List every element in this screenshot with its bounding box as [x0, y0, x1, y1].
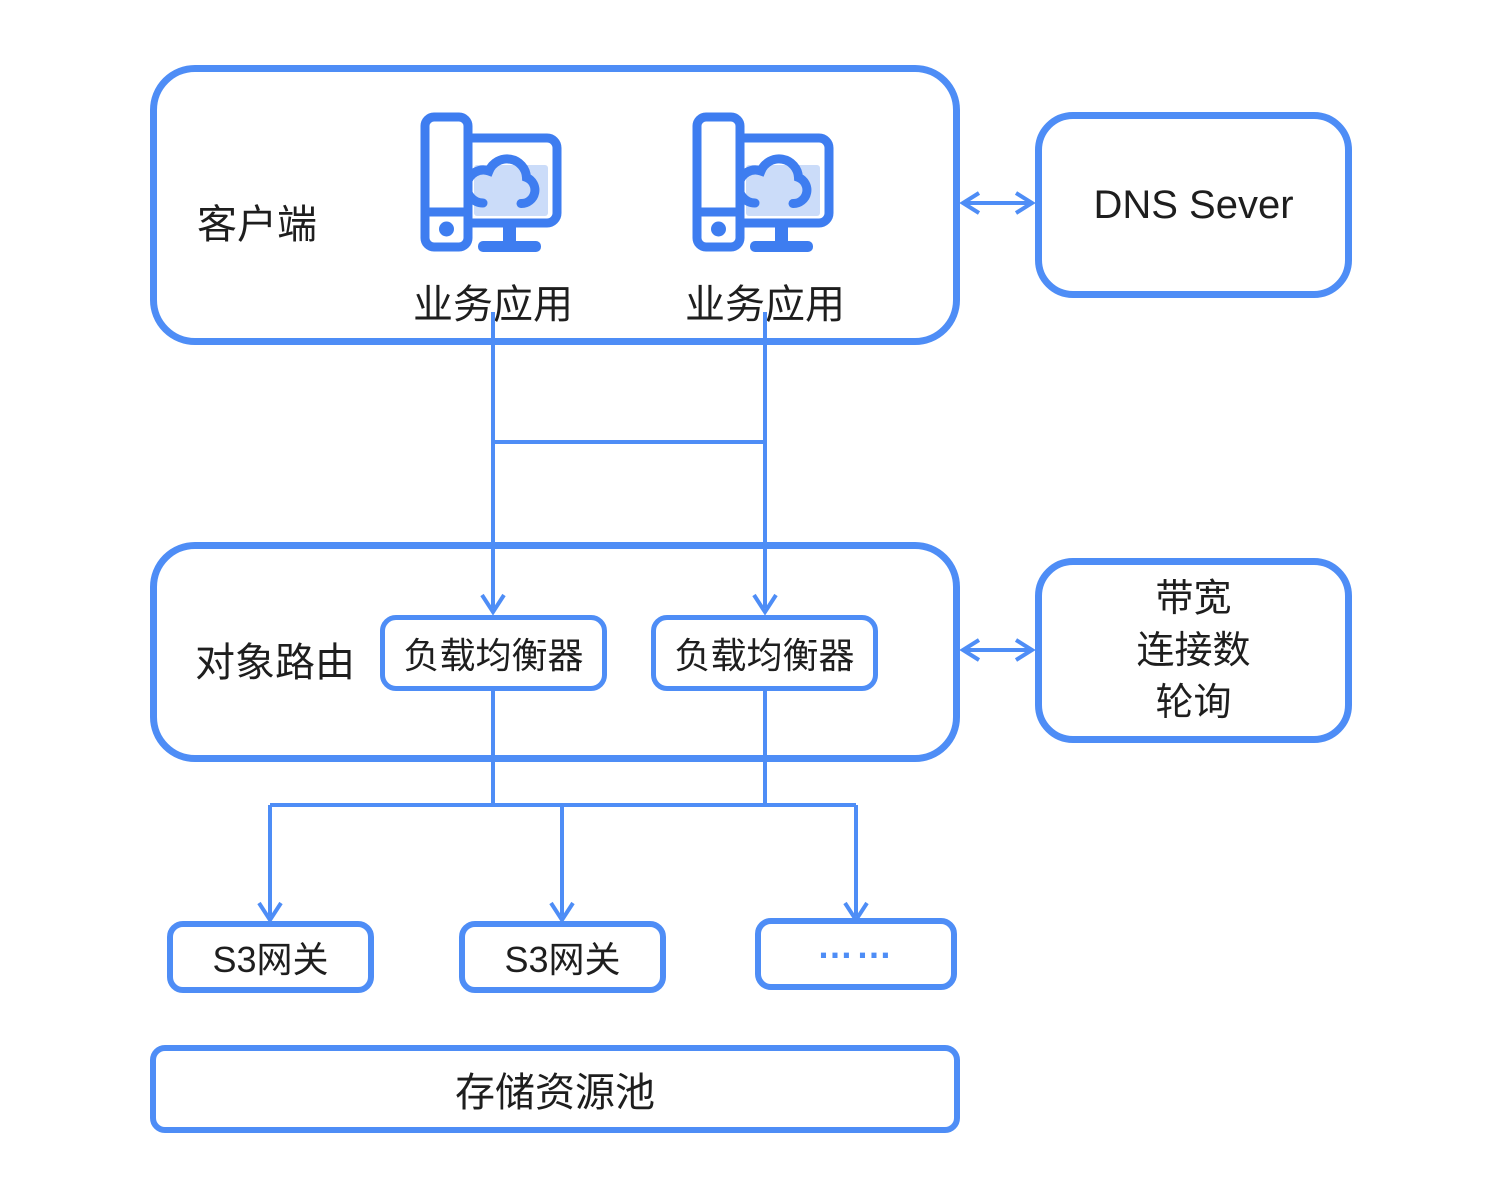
dns-server-box: DNS Sever	[1035, 112, 1352, 298]
s3-gateway-label: S3网关	[504, 939, 621, 980]
client-group-label: 客户端	[197, 203, 317, 247]
load-balancer-label: 负载均衡器	[403, 635, 584, 676]
s3-gateway-box: S3网关	[167, 921, 374, 993]
dns-server-label: DNS Sever	[1093, 182, 1294, 227]
business-app-label: 业务应用	[685, 283, 845, 327]
policy-line-connections: 连接数	[1136, 629, 1251, 672]
storage-pool-label: 存储资源池	[455, 1071, 655, 1115]
more-gateways-box: ……	[755, 918, 957, 990]
arrow-client-to-dns	[959, 191, 1036, 215]
load-balancer-box: 负载均衡器	[651, 615, 878, 691]
business-app-icon	[420, 112, 562, 252]
policy-box: 带宽 连接数 轮询	[1035, 558, 1352, 743]
storage-pool-box: 存储资源池	[150, 1045, 960, 1133]
business-app-label: 业务应用	[413, 283, 573, 327]
load-balancer-label: 负载均衡器	[674, 635, 855, 676]
policy-line-bandwidth: 带宽	[1155, 577, 1232, 620]
business-app-icon	[692, 112, 834, 252]
more-gateways-ellipsis: ……	[817, 925, 895, 966]
load-balancer-box: 负载均衡器	[380, 615, 607, 691]
object-router-label: 对象路由	[195, 641, 355, 685]
s3-gateway-box: S3网关	[459, 921, 666, 993]
s3-gateway-label: S3网关	[212, 939, 329, 980]
arrow-router-to-policy	[959, 638, 1036, 662]
policy-line-round-robin: 轮询	[1155, 681, 1232, 724]
